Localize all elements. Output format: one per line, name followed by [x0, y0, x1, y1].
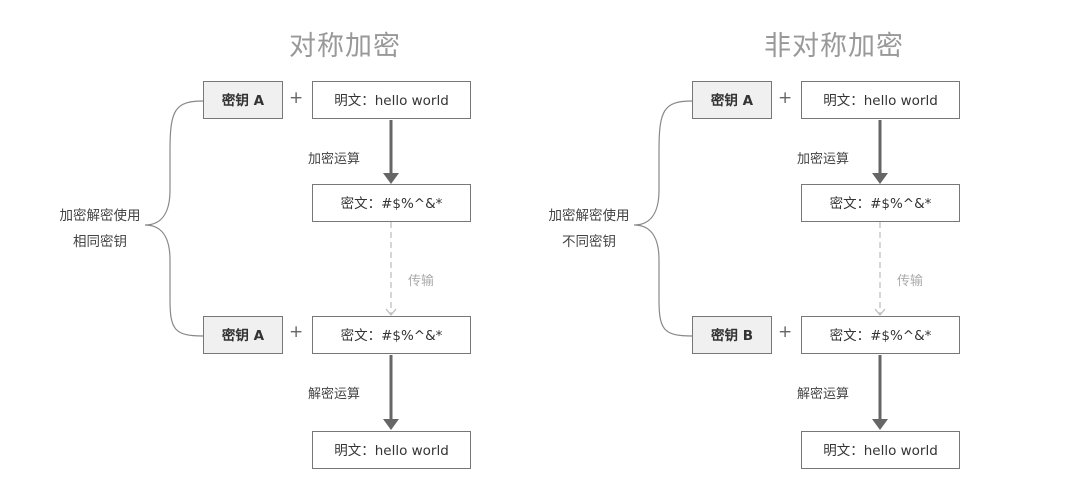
key-top-box: 密钥 A — [203, 81, 283, 119]
brace-text-line2: 不同密钥 — [562, 234, 616, 250]
decrypt-arrowhead — [383, 419, 399, 430]
ciphertext-received-box: 密文：#$%^&* — [312, 316, 471, 354]
encrypt-arrowhead — [872, 173, 888, 184]
transmit-arrowhead — [874, 308, 886, 316]
plaintext-box: 明文：hello world — [801, 81, 960, 119]
transmit-label: 传输 — [897, 274, 924, 289]
decrypt-arrowhead — [872, 419, 888, 430]
plaintext-result-box: 明文：hello world — [801, 431, 960, 469]
key-bottom-box: 密钥 A — [203, 316, 283, 354]
asymmetric-encryption-panel: 非对称加密 密钥 A + 明文：hello world 加密运算 密文：#$%^… — [489, 0, 989, 496]
plaintext-box: 明文：hello world — [312, 81, 471, 119]
brace — [633, 100, 693, 337]
transmit-arrowhead — [385, 308, 397, 316]
plaintext-result-box: 明文：hello world — [312, 431, 471, 469]
ciphertext-received-box: 密文：#$%^&* — [801, 316, 960, 354]
encrypt-arrowhead — [383, 173, 399, 184]
connectors — [633, 100, 888, 430]
plus-sign: + — [289, 322, 304, 342]
symmetric-encryption-panel: 对称加密 密钥 A + 明文：hello world 加密运算 密文：#$%^&… — [0, 0, 500, 496]
brace-text: 加密解密使用 相同密钥 — [40, 203, 160, 255]
ciphertext-box: 密文：#$%^&* — [312, 184, 471, 222]
diagram-title: 非对称加密 — [764, 31, 904, 62]
connectors — [144, 100, 399, 430]
brace-text-line1: 加密解密使用 — [59, 208, 141, 224]
plus-sign: + — [289, 88, 304, 108]
decrypt-label: 解密运算 — [308, 387, 361, 402]
plus-sign: + — [778, 322, 793, 342]
key-top-box: 密钥 A — [692, 81, 772, 119]
brace-text-line2: 相同密钥 — [73, 234, 127, 250]
brace-text-line1: 加密解密使用 — [548, 208, 630, 224]
transmit-label: 传输 — [408, 274, 435, 289]
plus-sign: + — [778, 88, 793, 108]
decrypt-label: 解密运算 — [797, 387, 850, 402]
brace — [144, 100, 204, 337]
encrypt-label: 加密运算 — [797, 152, 850, 167]
brace-text: 加密解密使用 不同密钥 — [529, 203, 649, 255]
diagram-title: 对称加密 — [289, 31, 401, 62]
encrypt-label: 加密运算 — [308, 152, 361, 167]
key-bottom-box: 密钥 B — [692, 316, 772, 354]
ciphertext-box: 密文：#$%^&* — [801, 184, 960, 222]
